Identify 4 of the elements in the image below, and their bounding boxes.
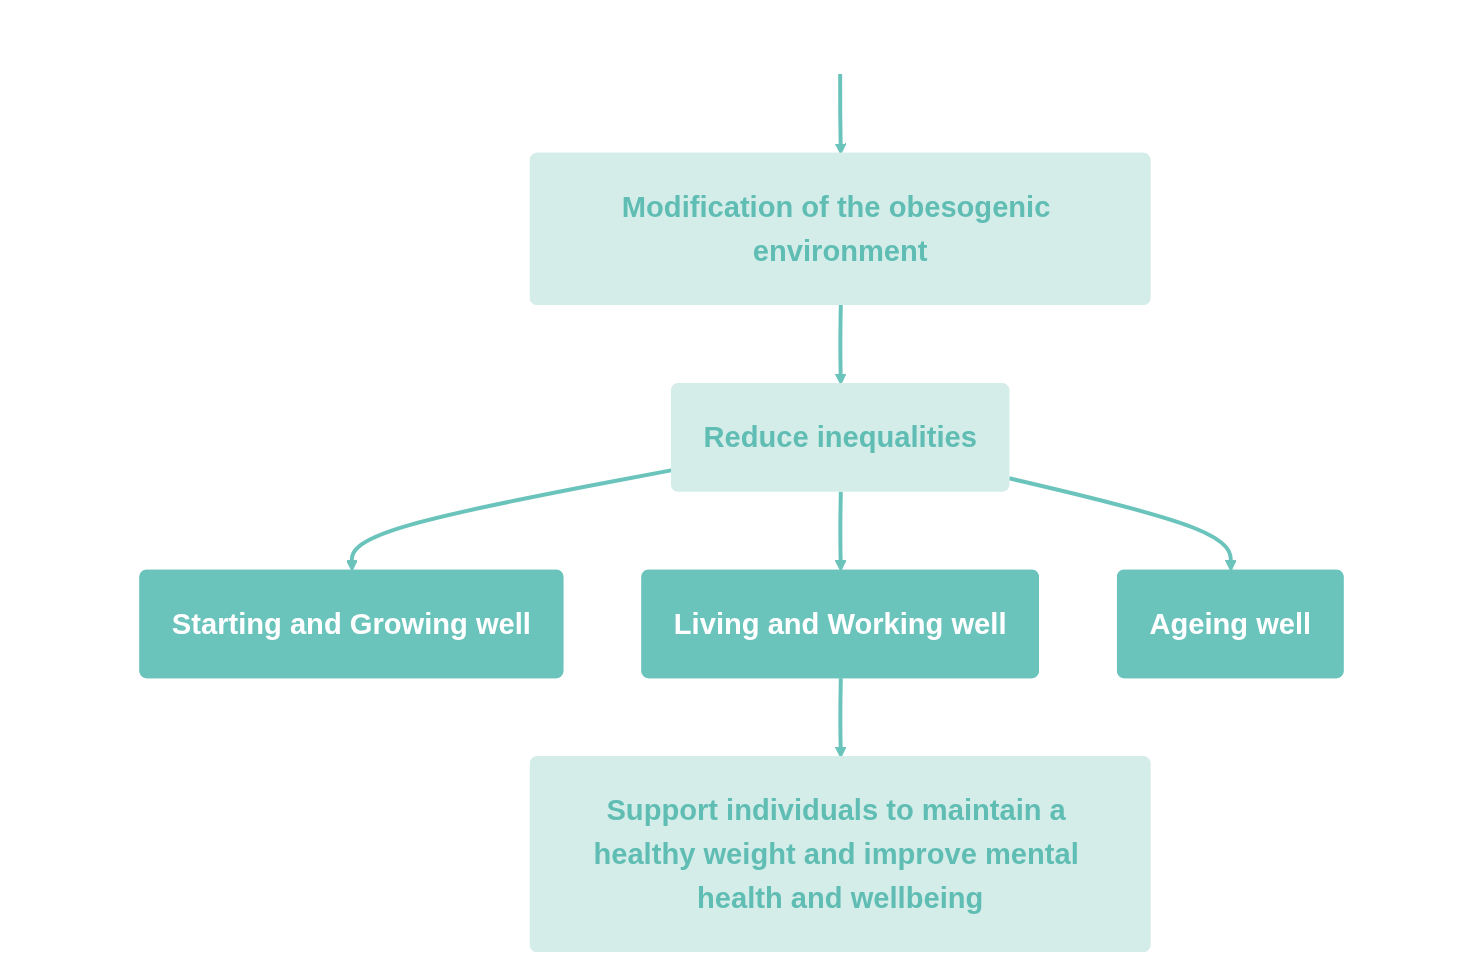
arrow	[1008, 476, 1237, 572]
arrow	[834, 491, 847, 572]
arrow	[834, 74, 847, 155]
arrow	[834, 304, 847, 385]
